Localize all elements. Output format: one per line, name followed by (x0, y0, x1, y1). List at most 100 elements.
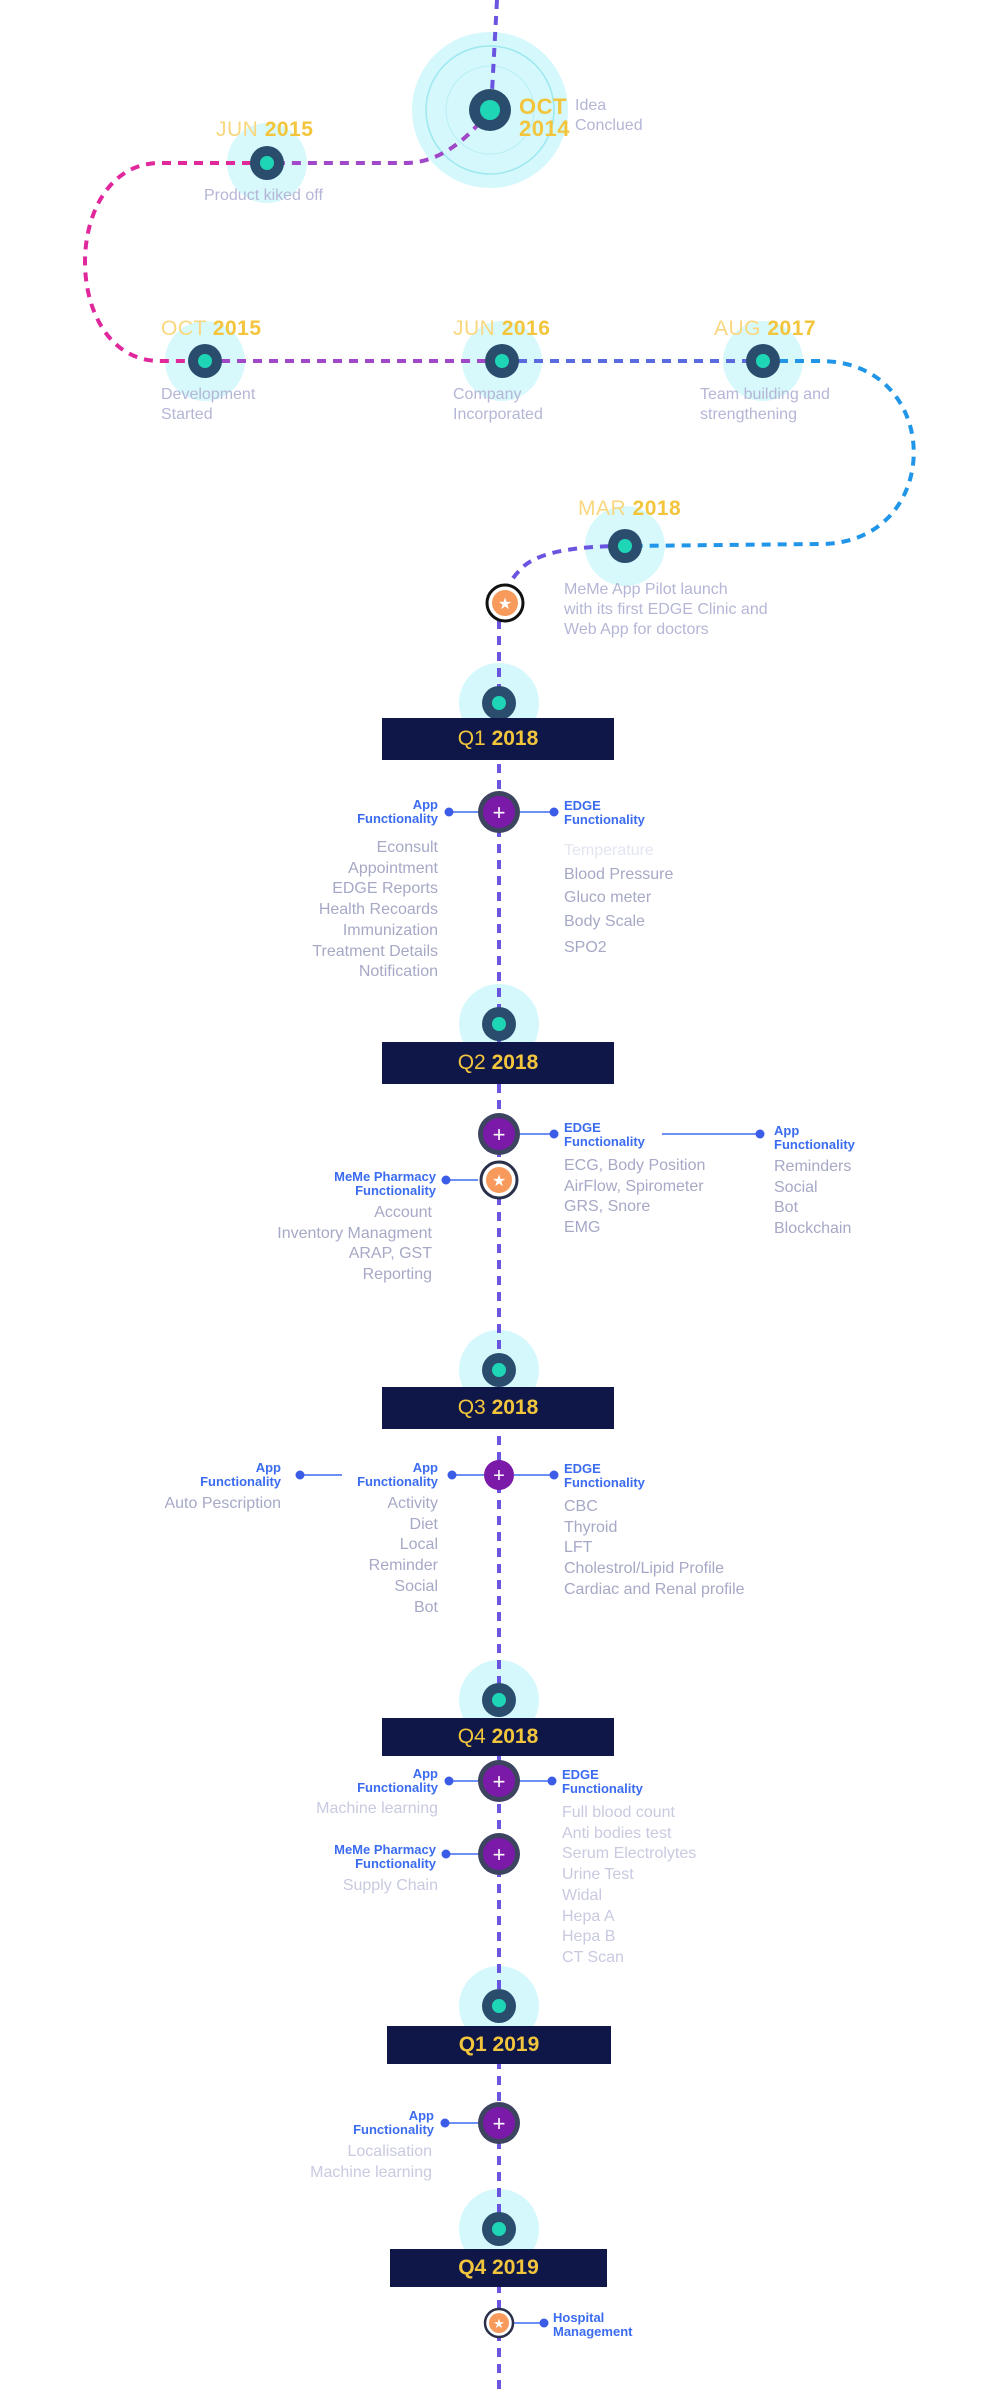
milestone-node-icon (482, 686, 516, 720)
quarter-label: Q1 (457, 727, 486, 750)
milestone-note-mar2018: MeMe App Pilot launch with its first EDG… (564, 581, 768, 638)
q4-2018-app-label: App Functionality (357, 1766, 438, 1795)
quarter-year: 2018 (491, 727, 539, 750)
q2-2018-pharmacy-items: Account Inventory Managment ARAP, GST Re… (277, 1204, 432, 1284)
halo-ring-oct2014 (425, 45, 555, 175)
milestone-date-aug2017: AUG 2017 (714, 317, 816, 341)
conn-dot (441, 1849, 451, 1859)
milestone-month: JUN (453, 317, 496, 340)
milestone-node-icon (250, 146, 284, 180)
q3-2018-far-app-label: App Functionality (200, 1460, 281, 1489)
quarter-year: 2018 (491, 1051, 539, 1074)
plus-node-icon: + (478, 2102, 520, 2144)
plus-node-icon: + (478, 1113, 520, 1155)
q2-2018-app-items: Reminders Social Bot Blockchain (774, 1158, 852, 1238)
path-jun2015-oct2015 (83, 161, 267, 363)
svg-text:★: ★ (492, 1173, 506, 1190)
q3-2018-edge-items: CBC Thyroid LFT Cholestrol/Lipid Profile… (564, 1498, 745, 1598)
conn-dot (444, 1776, 454, 1786)
q1-2018-edge-item: SPO2 (564, 939, 607, 956)
star-node-icon: ★ (485, 583, 525, 623)
conn-dot (549, 807, 559, 817)
milestone-month: OCT (519, 94, 567, 119)
q1-2018-edge-first: Temperature (564, 842, 654, 859)
quarter-label: Q2 (457, 1051, 486, 1074)
q2-2018-edge-items: ECG, Body Position AirFlow, Spirometer G… (564, 1157, 706, 1237)
plus-node-icon: + (484, 1460, 514, 1490)
path-oct2014-jun2015 (267, 108, 492, 165)
star-node-icon: ★ (479, 1160, 519, 1200)
svg-text:+: + (493, 1769, 506, 1794)
milestone-note-oct2014: Idea Conclued (575, 97, 643, 134)
milestone-node-icon (482, 1007, 516, 1041)
conn-dot (295, 1470, 305, 1480)
q2-2018-edge-label: EDGE Functionality (564, 1120, 645, 1149)
milestone-year: 2014 (519, 116, 570, 141)
q1-2018-app-items: Econsult Appointment EDGE Reports Health… (312, 839, 438, 981)
svg-text:+: + (493, 1842, 506, 1867)
milestone-date-oct2014: OCT 2014 (519, 96, 570, 140)
q3-2018-far-app-items: Auto Pescription (164, 1495, 281, 1512)
milestone-node-icon (482, 1683, 516, 1717)
milestone-note-jun2016: Company Incorporated (453, 386, 543, 423)
svg-text:★: ★ (498, 596, 512, 613)
quarter-banner-q4-2018: Q4 2018 (382, 1718, 614, 1756)
svg-text:+: + (493, 1465, 505, 1487)
conn-dot (441, 1175, 451, 1185)
halo-ring2-oct2014 (445, 65, 535, 155)
milestone-node-icon (188, 344, 222, 378)
svg-text:+: + (493, 2111, 506, 2136)
milestone-note-jun2015: Product kiked off (204, 187, 323, 204)
quarter-label: Q4 (457, 1725, 486, 1748)
q4-2018-edge-label: EDGE Functionality (562, 1767, 643, 1796)
milestone-node-icon (608, 529, 642, 563)
q3-2018-edge-label: EDGE Functionality (564, 1461, 645, 1490)
milestone-node-icon (482, 1989, 516, 2023)
svg-text:+: + (493, 1122, 506, 1147)
svg-text:★: ★ (493, 2316, 505, 2331)
plus-node-icon: + (478, 1833, 520, 1875)
quarter-banner-q1-2018: Q1 2018 (382, 718, 614, 760)
milestone-year: 2015 (212, 317, 262, 340)
q1-2018-edge-item: Blood Pressure (564, 866, 674, 883)
milestone-node-icon (482, 2212, 516, 2246)
q1-2018-edge-label: EDGE Functionality (564, 798, 645, 827)
q1-2019-app-label: App Functionality (353, 2108, 434, 2137)
conn-dot (539, 2318, 549, 2328)
milestone-note-oct2015: Development Started (161, 386, 256, 423)
plus-node-icon: + (478, 1760, 520, 1802)
milestone-month: OCT (161, 317, 207, 340)
conn-dot (549, 1470, 559, 1480)
conn-dot (444, 807, 454, 817)
quarter-banner-q3-2018: Q3 2018 (382, 1387, 614, 1429)
conn-dot (447, 1470, 457, 1480)
milestone-year: 2017 (767, 317, 817, 340)
milestone-date-oct2015: OCT 2015 (161, 317, 262, 341)
star-node-icon: ★ (483, 2307, 515, 2339)
milestone-date-jun2015: JUN 2015 (216, 118, 313, 142)
milestone-node-icon (746, 344, 780, 378)
milestone-date-mar2018: MAR 2018 (578, 497, 681, 521)
conn-dot (549, 1129, 559, 1139)
path-top (489, 0, 499, 111)
milestone-year: 2016 (501, 317, 551, 340)
q1-2018-edge-item: Gluco meter (564, 889, 652, 906)
q2-2018-app-label: App Functionality (774, 1123, 855, 1152)
q3-2018-app-items: Activity Diet Local Reminder Social Bot (368, 1495, 438, 1616)
milestone-note-aug2017: Team building and strengthening (700, 386, 830, 423)
milestone-month: AUG (714, 317, 762, 340)
q1-2019-app-items: Localisation Machine learning (310, 2143, 432, 2181)
quarter-label: Q3 (457, 1396, 486, 1419)
milestone-node-icon (469, 89, 511, 131)
plus-node-icon: + (478, 791, 520, 833)
svg-text:+: + (493, 800, 506, 825)
q1-2018-app-label: App Functionality (357, 797, 438, 826)
q4-2018-pharmacy-label: MeMe Pharmacy Functionality (334, 1842, 436, 1871)
q4-2019-hospital-label: Hospital Management (553, 2310, 633, 2339)
q4-2018-app-items: Machine learning (316, 1800, 438, 1817)
milestone-month: JUN (216, 118, 259, 141)
q4-2018-pharmacy-items: Supply Chain (342, 1877, 438, 1894)
quarter-year: 2018 (491, 1725, 539, 1748)
conn-dot (755, 1129, 765, 1139)
